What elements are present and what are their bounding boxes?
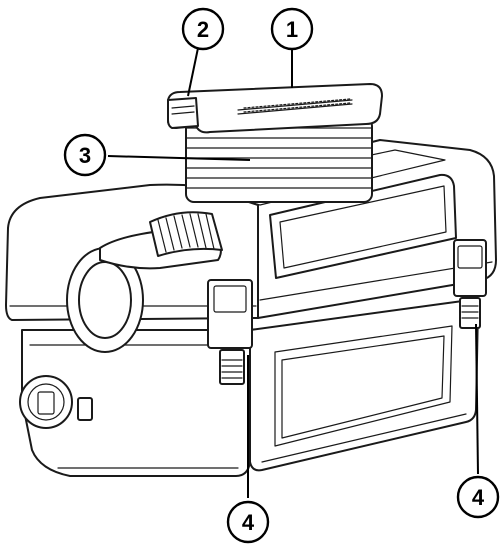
svg-text:3: 3: [79, 143, 91, 168]
callout-2: 2: [181, 7, 225, 51]
svg-text:4: 4: [242, 510, 255, 535]
svg-text:4: 4: [472, 485, 485, 510]
latch-front: [207, 279, 253, 385]
carry-handle: [167, 83, 383, 134]
leader-lines: [107, 47, 479, 498]
svg-text:2: 2: [197, 17, 209, 42]
case-body: [21, 299, 479, 477]
hose-port: [66, 211, 223, 353]
callout-3: 3: [63, 133, 107, 177]
callout-4-front: 4: [226, 500, 270, 544]
latch-right: [453, 239, 487, 329]
power-inlet: [19, 375, 93, 429]
svg-text:1: 1: [286, 17, 298, 42]
callout-1: 1: [270, 7, 314, 51]
cord-wrap: [185, 117, 373, 203]
callout-4-right: 4: [456, 475, 500, 519]
